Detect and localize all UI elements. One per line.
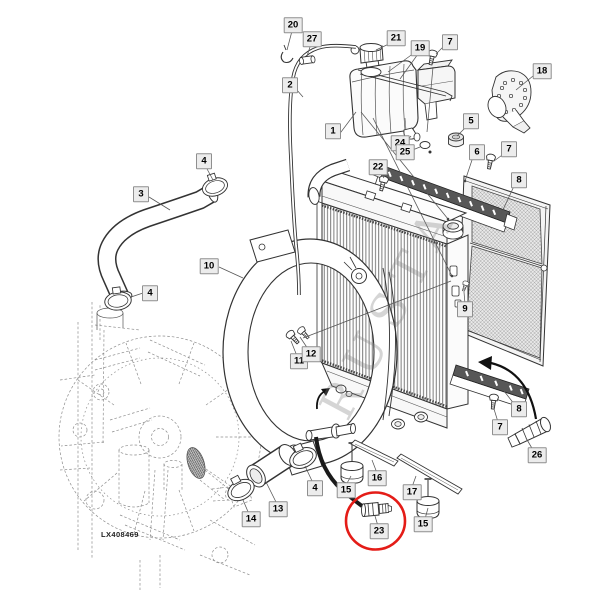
bracket-18-drawing (487, 70, 532, 134)
callout-17[interactable]: 17 (402, 484, 422, 500)
highlight-circle (344, 491, 407, 551)
callout-13[interactable]: 13 (268, 501, 288, 517)
fan-shroud-drawing (222, 229, 398, 476)
drawing-code: LX408469 (101, 530, 139, 539)
callout-26[interactable]: 26 (527, 447, 547, 463)
callout-14[interactable]: 14 (241, 511, 261, 527)
upper-hose-drawing (97, 182, 219, 304)
callout-10[interactable]: 10 (199, 258, 219, 274)
callout-12[interactable]: 12 (301, 346, 321, 362)
callout-5[interactable]: 5 (463, 113, 479, 129)
expansion-tank-drawing (349, 43, 456, 154)
callout-18[interactable]: 18 (532, 63, 552, 79)
callout-15[interactable]: 15 (413, 516, 433, 532)
callout-22[interactable]: 22 (368, 159, 388, 175)
mount-15b-drawing (416, 478, 440, 519)
callout-8[interactable]: 8 (511, 172, 527, 188)
callout-6[interactable]: 6 (469, 144, 485, 160)
screw-7-bottom-drawing (487, 393, 500, 410)
callout-15[interactable]: 15 (336, 482, 356, 498)
mount-15a-drawing (340, 442, 364, 484)
callout-7[interactable]: 7 (492, 419, 508, 435)
callout-16[interactable]: 16 (367, 470, 387, 486)
callout-8[interactable]: 8 (511, 401, 527, 417)
strap-17-drawing (396, 453, 463, 495)
plug-26-drawing (507, 416, 552, 448)
outlet-pipe-drawing (305, 423, 356, 441)
screw-7-right-drawing (484, 153, 497, 171)
callout-27[interactable]: 27 (302, 31, 322, 47)
callout-20[interactable]: 20 (283, 17, 303, 33)
callout-25[interactable]: 25 (395, 144, 415, 160)
rotate-arrow-large (478, 356, 538, 420)
overflow-hose-drawing (280, 43, 357, 296)
callout-19[interactable]: 19 (410, 40, 430, 56)
rotate-arrow-small (316, 388, 330, 410)
callout-4[interactable]: 4 (307, 480, 323, 496)
callout-23[interactable]: 23 (369, 523, 389, 539)
callout-1[interactable]: 1 (325, 123, 341, 139)
screw-12-drawing (295, 325, 312, 342)
callout-9[interactable]: 9 (457, 301, 473, 317)
callout-7[interactable]: 7 (442, 34, 458, 50)
fitting-23-drawing (361, 501, 392, 518)
callout-21[interactable]: 21 (386, 30, 406, 46)
callout-7[interactable]: 7 (501, 141, 517, 157)
strap-16-drawing (350, 439, 399, 467)
callout-4[interactable]: 4 (196, 153, 212, 169)
callout-4[interactable]: 4 (142, 285, 158, 301)
bottom-seal-strip-drawing (449, 364, 530, 409)
grommet-5-drawing (448, 132, 464, 148)
callout-2[interactable]: 2 (282, 77, 298, 93)
callout-3[interactable]: 3 (133, 186, 149, 202)
engine-fan-reference-drawing (58, 302, 262, 590)
